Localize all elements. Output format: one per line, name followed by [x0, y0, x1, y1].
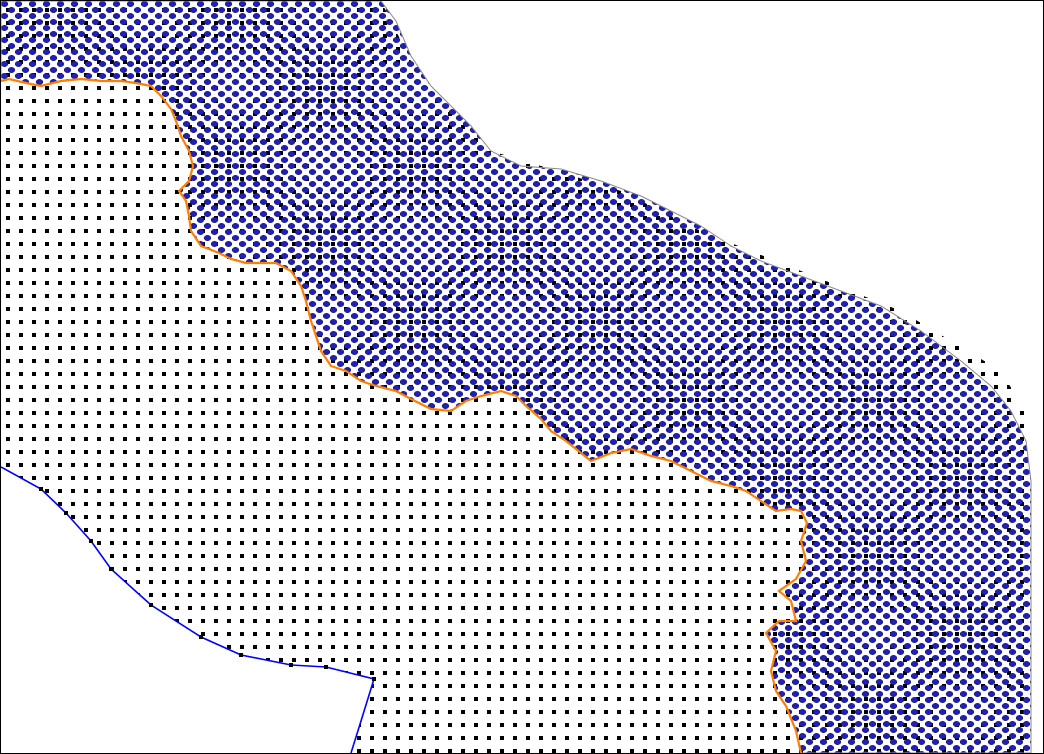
boundary-node	[289, 663, 293, 667]
boundary-nodes	[39, 487, 376, 681]
boundary-node	[39, 487, 43, 491]
boundary-node	[64, 511, 68, 515]
coastline	[1, 77, 809, 753]
boundary-node	[239, 653, 243, 657]
boundary-node	[109, 567, 113, 571]
land-white-area-top-right	[381, 1, 1043, 753]
boundary-node	[372, 677, 376, 681]
boundary-node	[199, 635, 203, 639]
land-white-area-bottom-left	[1, 467, 374, 753]
boundary-node	[149, 603, 153, 607]
boundary-node	[324, 665, 328, 669]
boundary-node	[89, 539, 93, 543]
